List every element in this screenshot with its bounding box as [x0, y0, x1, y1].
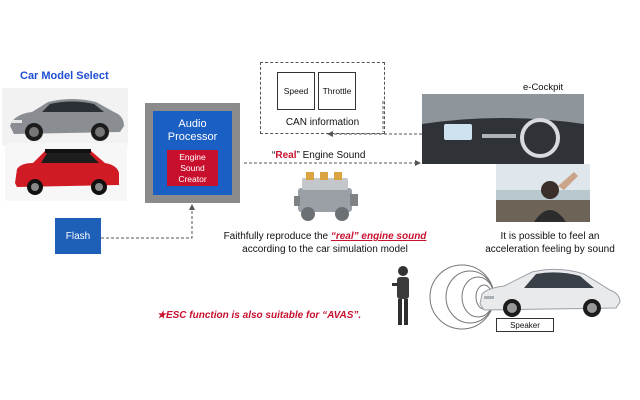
throttle-label: Throttle — [322, 86, 352, 96]
ecockpit-label: e-Cockpit — [523, 82, 564, 93]
engine-sound-creator-label: Engine Sound Creator — [178, 151, 207, 184]
engine-image — [294, 172, 358, 221]
avas-note: ★ESC function is also suitable for “AVAS… — [157, 310, 362, 321]
can-information-frame — [260, 62, 385, 134]
speaker-label-box: Speaker — [496, 318, 554, 332]
car-model-select-title: Car Model Select — [20, 70, 109, 82]
gray-sports-car-image[interactable] — [2, 88, 128, 146]
open-quote: “ — [272, 150, 276, 161]
speaker-label: Speaker — [510, 320, 540, 330]
faithful-post: according to the car simulation model — [242, 244, 408, 255]
audio-processor-title: Audio Processor — [167, 118, 218, 143]
throttle-tile[interactable]: Throttle — [318, 72, 356, 110]
flash-label: Flash — [65, 230, 91, 242]
flash-box[interactable]: Flash — [55, 218, 101, 254]
flash-to-processor-line — [101, 204, 195, 239]
can-information-label: CAN information — [285, 117, 360, 128]
real-engine-sound-emphasis: “real” engine sound — [330, 231, 427, 242]
pedestrian-icon — [392, 266, 409, 325]
faithful-reproduce-text: Faithfully reproduce the “real” engine s… — [200, 230, 450, 256]
speed-tile[interactable]: Speed — [277, 72, 315, 110]
hybrid-car-image[interactable] — [474, 262, 624, 320]
real-word: Real — [275, 150, 297, 161]
close-quote: ” — [296, 150, 300, 161]
ecockpit-image[interactable] — [422, 94, 584, 164]
red-mini-car-image[interactable] — [5, 143, 127, 201]
acceleration-feeling-text: It is possible to feel an acceleration f… — [485, 231, 615, 255]
engine-sound-text: Engine Sound — [299, 150, 366, 161]
real-engine-sound-label: “Real” Engine Sound — [272, 150, 365, 161]
engine-sound-creator-box[interactable]: Engine Sound Creator — [167, 150, 218, 186]
faithful-pre: Faithfully reproduce the — [223, 231, 331, 242]
speed-label: Speed — [283, 86, 309, 96]
driver-image — [496, 164, 590, 222]
